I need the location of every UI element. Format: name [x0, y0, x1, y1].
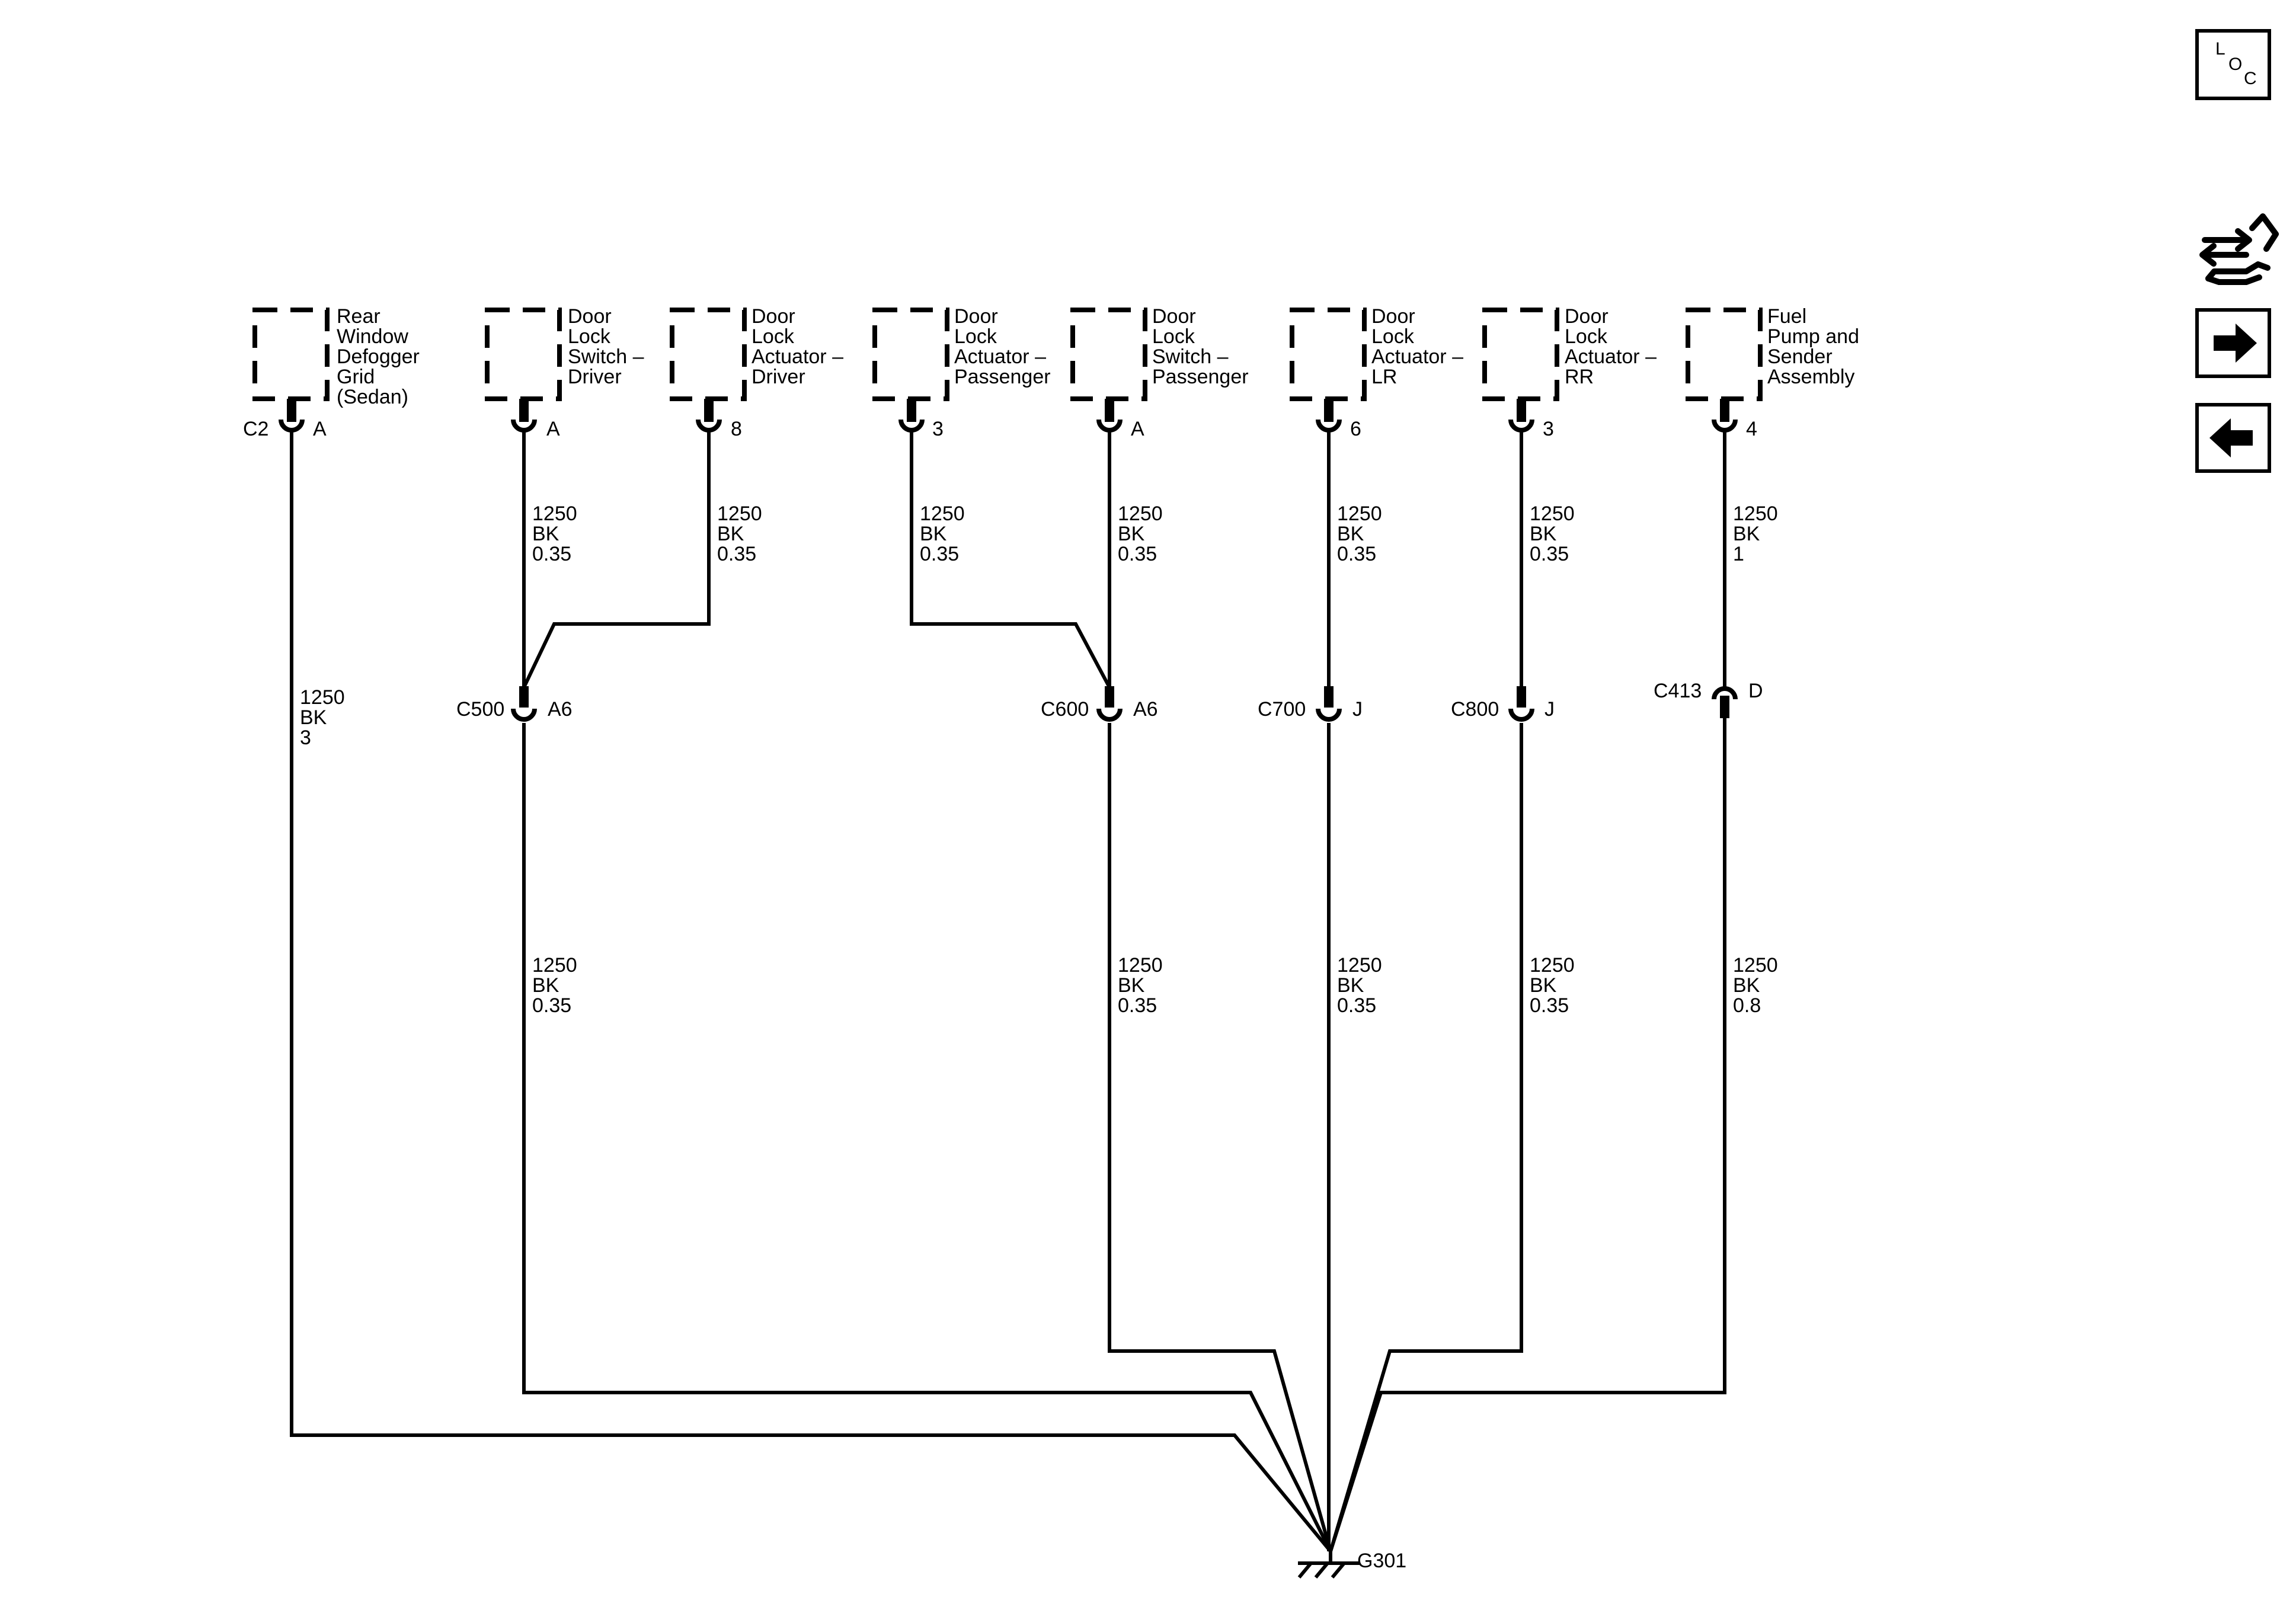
previous-page-button[interactable]	[2195, 403, 2271, 473]
terminal-door-lock-actuator-lr	[1316, 399, 1342, 433]
component-view-button[interactable]	[2199, 213, 2279, 285]
next-page-button[interactable]	[2195, 308, 2271, 378]
inline-connector-pin: J	[1544, 698, 1555, 721]
component-label-door-lock-actuator-passenger: Door Lock Actuator – Passenger	[954, 305, 1051, 388]
inline-connector-pin: A6	[1133, 698, 1158, 721]
wire-label-lower: 1250 BK 0.35	[1530, 954, 1580, 1017]
wire-label-upper: 1250 BK 0.35	[920, 502, 970, 565]
component-label-door-lock-actuator-driver: Door Lock Actuator – Driver	[752, 305, 849, 388]
pin-label: A	[546, 418, 560, 440]
wire-door-lock-actuator-driver	[522, 430, 711, 689]
wire-label-upper: 1250 BK 0.35	[1337, 502, 1387, 565]
pin-label: 6	[1350, 418, 1361, 440]
inline-connector-c600[interactable]	[1096, 686, 1123, 722]
inline-connector-pin: A6	[548, 698, 573, 721]
component-box-door-lock-switch-driver[interactable]	[485, 308, 562, 401]
previous-arrow-icon	[2209, 418, 2253, 457]
inline-connector-name: C500	[456, 698, 504, 721]
wire-label-lower: 1250 BK 0.8	[1733, 954, 1783, 1017]
component-box-door-lock-actuator-passenger[interactable]	[872, 308, 949, 401]
terminal-door-lock-switch-driver	[511, 399, 537, 433]
inline-connector-name: C700	[1258, 698, 1306, 721]
component-box-door-lock-actuator-lr[interactable]	[1290, 308, 1367, 401]
terminal-door-lock-actuator-rr	[1508, 399, 1534, 433]
terminal-door-lock-switch-passenger	[1096, 399, 1123, 433]
terminal-door-lock-actuator-driver	[696, 399, 722, 433]
next-arrow-icon	[2214, 324, 2257, 363]
component-label-door-lock-switch-driver: Door Lock Switch – Driver	[568, 305, 650, 388]
terminal-door-lock-actuator-passenger	[898, 399, 925, 433]
component-label-fuel-pump-sender: Fuel Pump and Sender Assembly	[1767, 305, 1865, 388]
wire-label-lower: 1250 BK 0.35	[1337, 954, 1387, 1017]
connector-name-c2: C2	[243, 418, 268, 440]
component-label-door-lock-switch-passenger: Door Lock Switch – Passenger	[1152, 305, 1249, 388]
loc-icon	[2195, 29, 2271, 100]
loc-letter-c: C	[2244, 69, 2257, 88]
component-box-rear-window-defogger[interactable]	[252, 308, 330, 401]
component-box-door-lock-switch-passenger[interactable]	[1070, 308, 1147, 401]
inline-connector-c800[interactable]	[1508, 686, 1534, 722]
component-box-fuel-pump-sender[interactable]	[1686, 308, 1763, 401]
inline-connector-c413[interactable]	[1712, 686, 1738, 718]
wire-label-upper: 1250 BK 0.35	[1530, 502, 1580, 565]
inline-connector-pin: D	[1748, 680, 1763, 702]
wire-c500-ground	[522, 723, 1332, 1553]
pin-label: 3	[1543, 418, 1554, 440]
wire-label-lower: 1250 BK 0.35	[532, 954, 583, 1017]
pin-label: 3	[932, 418, 944, 440]
component-box-door-lock-actuator-rr[interactable]	[1482, 308, 1559, 401]
component-box-door-lock-actuator-driver[interactable]	[670, 308, 747, 401]
terminal-rear-window-defogger	[279, 399, 305, 433]
component-label-door-lock-actuator-rr: Door Lock Actuator – RR	[1565, 305, 1662, 388]
pin-label: 4	[1746, 418, 1757, 440]
loc-letter-l: L	[2215, 39, 2225, 59]
wire-label-upper: 1250 BK 0.35	[717, 502, 768, 565]
wire-c600-ground	[1108, 723, 1332, 1552]
wire-door-lock-actuator-passenger	[910, 430, 1111, 689]
component-label-door-lock-actuator-lr: Door Lock Actuator – LR	[1371, 305, 1469, 388]
ground-symbol-g301[interactable]	[1297, 1551, 1360, 1579]
wire-label-defogger: 1250 BK 3	[300, 686, 350, 749]
wire-label-lower: 1250 BK 0.35	[1118, 954, 1168, 1017]
terminal-fuel-pump-sender	[1712, 399, 1738, 433]
wire-label-upper: 1250 BK 1	[1733, 502, 1783, 565]
ground-name: G301	[1357, 1550, 1406, 1572]
inline-connector-pin: J	[1352, 698, 1363, 721]
inline-connector-c500[interactable]	[511, 686, 537, 722]
wire-defogger-ground	[290, 430, 1332, 1553]
component-label-rear-window-defogger: Rear Window Defogger Grid (Sedan)	[337, 305, 425, 408]
wire-c413-ground	[1329, 716, 1726, 1552]
loc-letter-o: O	[2228, 55, 2242, 74]
wire-c800-ground	[1329, 723, 1523, 1552]
pin-label: A	[1131, 418, 1144, 440]
loc-button[interactable]: L O C	[2195, 29, 2271, 100]
inline-connector-name: C600	[1041, 698, 1089, 721]
inline-connector-c700[interactable]	[1316, 686, 1342, 722]
wire-label-upper: 1250 BK 0.35	[1118, 502, 1168, 565]
pin-label: A	[313, 418, 327, 440]
inline-connector-name: C800	[1451, 698, 1499, 721]
pin-label: 8	[731, 418, 742, 440]
wire-label-upper: 1250 BK 0.35	[532, 502, 583, 565]
component-view-icon	[2199, 213, 2279, 285]
inline-connector-name: C413	[1654, 680, 1702, 702]
